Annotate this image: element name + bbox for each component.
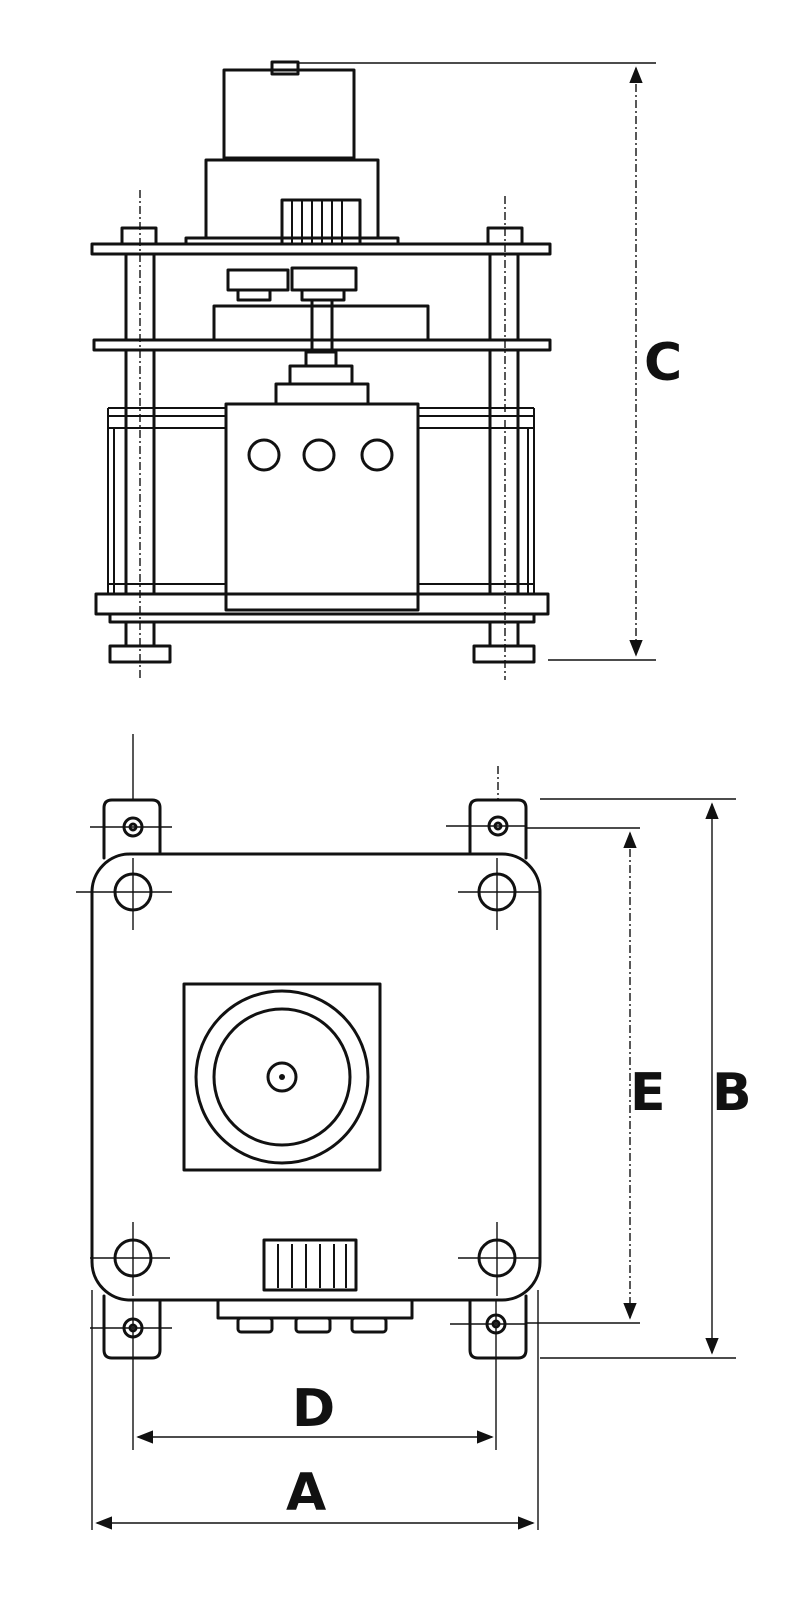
bottom-connector [216,1298,414,1334]
main-plate [90,852,542,1302]
label-a: A [286,1463,326,1523]
top-view: E B D A [76,734,752,1530]
dimension-b: B [540,798,752,1359]
dimension-d: D [136,1379,494,1444]
mounting-tab-bottom-left [102,1294,162,1360]
label-d: D [292,1379,335,1439]
dimension-e: E [526,827,666,1324]
side-frame [107,407,535,594]
gear-rack [262,1238,358,1292]
intermediate-gears [212,266,430,406]
label-b: B [712,1063,752,1123]
side-view: C [90,60,682,680]
upper-plate [90,242,552,256]
right-post [472,226,536,664]
mounting-tab-bottom-right [468,1294,528,1360]
dimension-c: C [298,62,682,661]
motor-face [182,982,382,1172]
mounting-tab-top-left [102,798,162,860]
dimension-a: A [91,1290,539,1530]
mounting-tab-top-right [468,798,528,860]
label-c: C [644,333,682,393]
mounting-centerlines [90,734,526,1450]
base-plate [94,592,550,624]
terminal-box [224,402,420,612]
label-e: E [630,1063,666,1123]
corner-holes [76,858,540,1296]
